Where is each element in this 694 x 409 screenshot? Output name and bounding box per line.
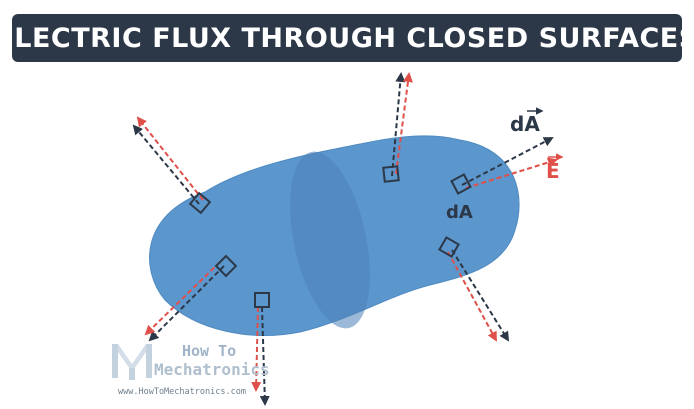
area-element-lower-right [438,236,460,258]
field-vector-lower-left [144,261,221,336]
area-element-right [450,173,472,195]
area-vector-lower-left [148,265,225,342]
field-vector-top [395,72,413,175]
title-banner: ELECTRIC FLUX THROUGH CLOSED SURFACES [0,14,694,62]
area-vector-label: dA [510,112,540,136]
watermark-url: www.HowToMechatronics.com [118,387,246,397]
field-vector-label: E [546,159,560,183]
field-vector-upper-left [136,116,204,201]
area-element-lower-left [214,254,238,278]
field-vector-lower-right [447,251,497,342]
area-element-top [382,165,400,183]
area-element-label: dA [446,202,473,223]
watermark-line1: How To [182,342,237,360]
page-title: ELECTRIC FLUX THROUGH CLOSED SURFACES [0,22,694,54]
watermark: How To Mechatronics www.HowToMechatronic… [110,338,280,404]
mechatronics-logo-icon [112,344,152,380]
watermark-line2: Mechatronics [154,360,270,379]
field-vector-bottom [251,306,262,392]
area-vector-upper-left [132,124,200,205]
area-vector-lower-right [451,249,510,342]
area-vector-top [391,72,406,177]
area-vector-right [461,137,554,186]
area-element-bottom [254,292,270,308]
area-vector-bottom [259,306,270,406]
surface-cross-section [290,151,370,329]
area-element-upper-left [188,191,212,215]
